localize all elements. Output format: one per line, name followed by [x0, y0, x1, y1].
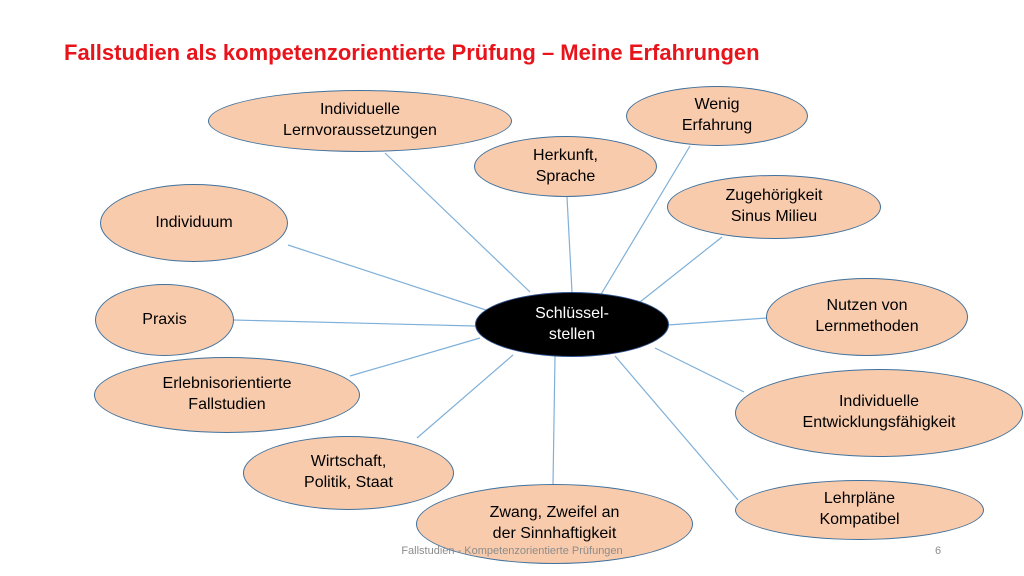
slide-title: Fallstudien als kompetenzorientierte Prü…	[64, 40, 760, 65]
node-zwang-zweifel: Zwang, Zweifel an der Sinnhaftigkeit	[416, 484, 693, 564]
connector-zwang-zweifel	[552, 355, 556, 485]
node-nutzen-von-lernmethoden: Nutzen von Lernmethoden	[766, 278, 968, 356]
connector-individuelle-lernvoraussetzungen	[384, 152, 531, 293]
page-number: 6	[935, 545, 942, 557]
connector-praxis	[232, 319, 476, 327]
connector-zugehoerigkeit-sinus-milieu	[639, 236, 723, 303]
connector-wirtschaft-politik-staat	[416, 354, 514, 439]
node-wirtschaft-politik-staat: Wirtschaft, Politik, Staat	[243, 436, 454, 510]
connector-individuum	[287, 244, 493, 313]
center-node-schluesselstellen: Schlüssel- stellen	[475, 292, 669, 357]
connector-erlebnisorientierte-fallstudien	[349, 337, 481, 377]
connector-herkunft-sprache	[566, 196, 573, 293]
node-zugehoerigkeit-sinus-milieu: Zugehörigkeit Sinus Milieu	[667, 175, 881, 239]
node-individuelle-lernvoraussetzungen: Individuelle Lernvoraussetzungen	[208, 90, 512, 152]
connector-nutzen-von-lernmethoden	[667, 317, 768, 326]
node-individuelle-entwicklungsfaehigkeit: Individuelle Entwicklungsfähigkeit	[735, 369, 1023, 457]
connector-lehrplaene-kompatibel	[614, 355, 739, 501]
node-praxis: Praxis	[95, 284, 234, 356]
node-wenig-erfahrung: Wenig Erfahrung	[626, 86, 808, 146]
node-lehrplaene-kompatibel: Lehrpläne Kompatibel	[735, 480, 984, 540]
node-herkunft-sprache: Herkunft, Sprache	[474, 136, 657, 197]
node-erlebnisorientierte-fallstudien: Erlebnisorientierte Fallstudien	[94, 357, 360, 433]
node-individuum: Individuum	[100, 184, 288, 262]
connector-individuelle-entwicklungsfaehigkeit	[654, 347, 745, 393]
slide-footer: Fallstudien - Kompetenzorientierte Prüfu…	[401, 545, 623, 557]
connector-wenig-erfahrung	[599, 145, 691, 297]
